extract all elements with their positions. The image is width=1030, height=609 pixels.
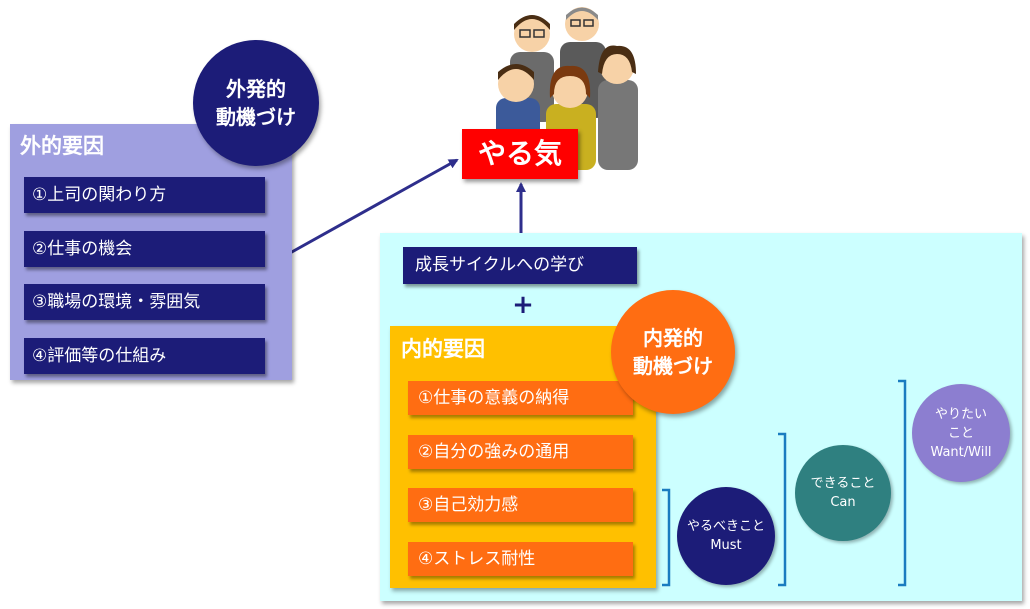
motivation-badge: やる気 — [462, 129, 578, 179]
will-circle-label-2: こと — [947, 425, 974, 441]
internal-factor-item: ②自分の強みの通用 — [408, 435, 633, 469]
will-circle-english: Want/Will — [930, 444, 992, 460]
can-circle-english: Can — [830, 495, 856, 510]
can-bracket — [778, 432, 787, 587]
internal-motivation-line2: 動機づけ — [633, 354, 713, 378]
growth-cycle-learning-box: 成長サイクルへの学び — [403, 247, 637, 284]
will-bracket — [898, 379, 907, 587]
must-circle-label: やるべきこと — [686, 519, 765, 534]
external-motivation-line1: 外発的 — [226, 77, 286, 101]
external-to-motivation-arrow — [289, 158, 459, 255]
external-factor-item: ①上司の関わり方 — [24, 177, 265, 213]
will-circle-label-1: やりたい — [934, 406, 987, 422]
can-circle-label: できること — [810, 476, 876, 491]
external-factor-item: ③職場の環境・雰囲気 — [24, 284, 265, 320]
can-circle: できること Can — [795, 445, 891, 541]
external-factors-title: 外的要因 — [20, 134, 104, 158]
internal-motivation-circle: 内発的 動機づけ — [611, 290, 735, 414]
external-factor-item: ②仕事の機会 — [24, 231, 265, 267]
will-circle: やりたい こと Want/Will — [912, 384, 1010, 482]
plus-sign: + — [512, 290, 534, 320]
must-bracket — [662, 488, 671, 587]
must-circle-english: Must — [710, 538, 742, 553]
must-circle: やるべきこと Must — [677, 487, 775, 585]
internal-factors-title: 内的要因 — [401, 337, 485, 361]
external-motivation-circle: 外発的 動機づけ — [193, 40, 319, 166]
internal-factor-item: ④ストレス耐性 — [408, 542, 633, 576]
internal-factor-item: ③自己効力感 — [408, 488, 633, 522]
external-motivation-line2: 動機づけ — [216, 105, 296, 129]
internal-motivation-line1: 内発的 — [643, 326, 703, 350]
internal-factor-item: ①仕事の意義の納得 — [408, 381, 633, 415]
external-factor-item: ④評価等の仕組み — [24, 338, 265, 374]
